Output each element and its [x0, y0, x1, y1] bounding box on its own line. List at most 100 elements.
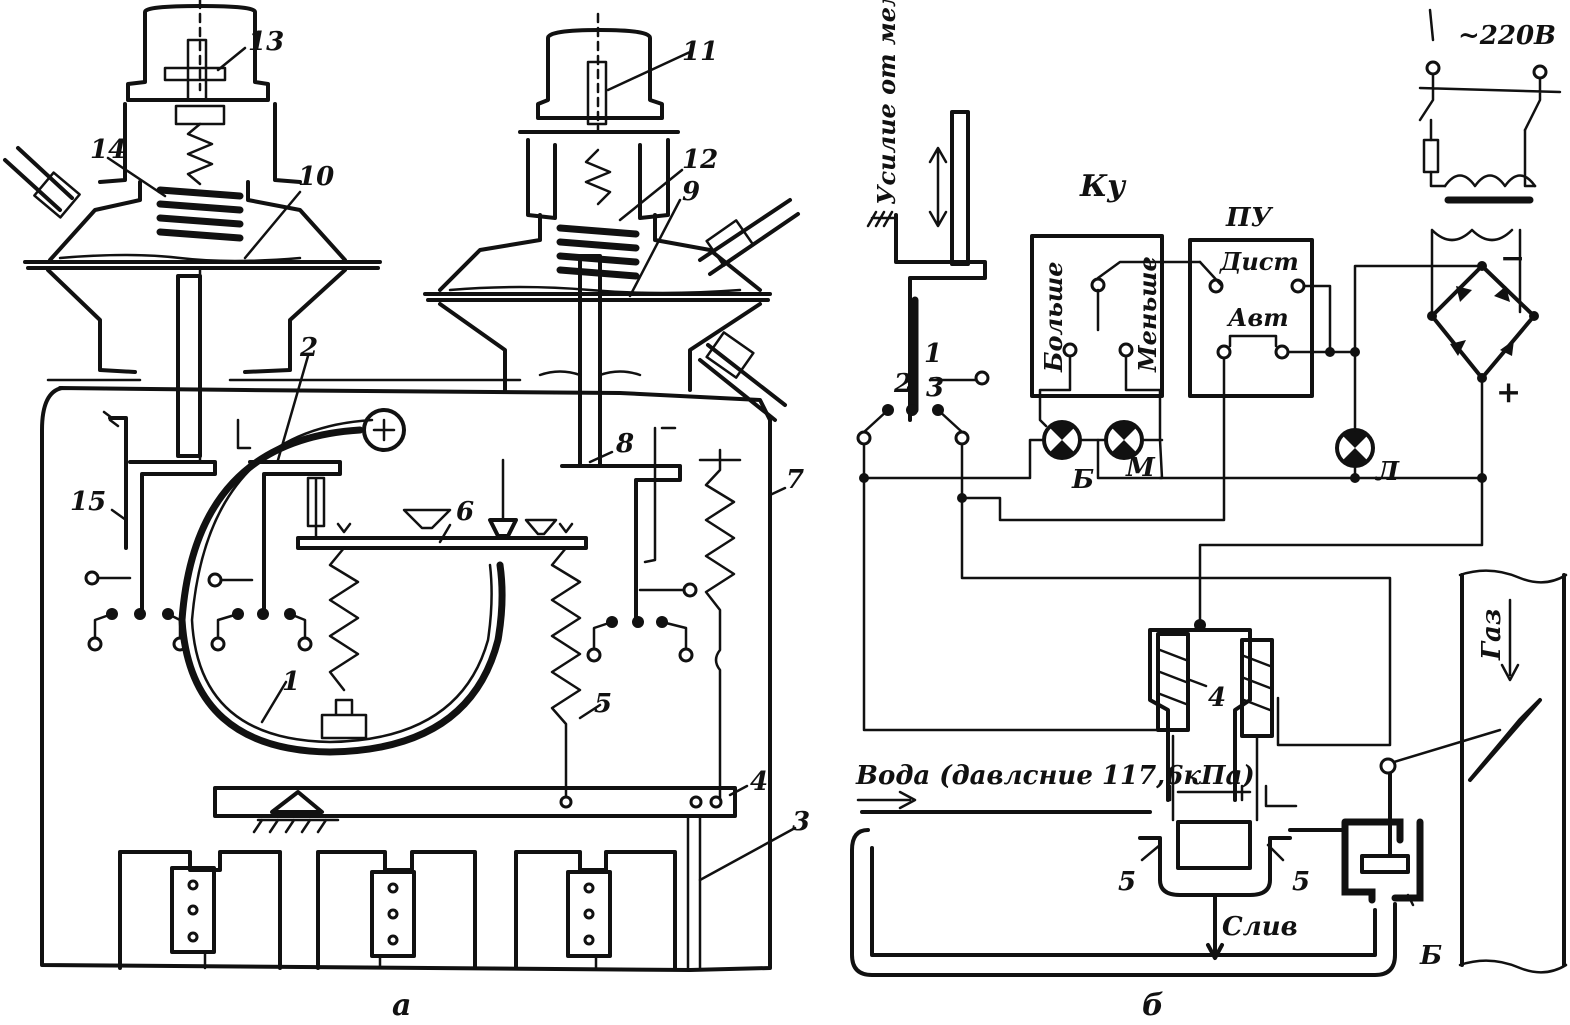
- wire-coil-common: [1198, 476, 1484, 627]
- supply-switch: [1418, 8, 1562, 132]
- pu-bridge: [1228, 334, 1278, 348]
- wire-minus: [1353, 264, 1484, 354]
- junction: [1350, 347, 1360, 357]
- right-upper-spring: [584, 148, 612, 206]
- contact-leads: [592, 588, 688, 651]
- middle-lever-plate: [248, 460, 342, 612]
- panel-a-regulator-mechanism: [3, 0, 800, 972]
- contact-right: [954, 430, 970, 446]
- block-1-plate: [170, 866, 216, 954]
- lever-pivot-hatch: [866, 210, 898, 228]
- lever-6: [296, 458, 588, 740]
- junction: [1477, 473, 1487, 483]
- contact-closed: [134, 608, 146, 620]
- contact-open: [87, 636, 103, 652]
- lever-4-fulcrum: [270, 790, 324, 814]
- right-membrane-actuator: [423, 12, 800, 468]
- contact-closed: [257, 608, 269, 620]
- lever-4: [213, 786, 737, 970]
- diodes: [1450, 286, 1514, 356]
- gas-label: Газ: [1477, 609, 1507, 661]
- right-seal: [538, 370, 642, 377]
- valve-seats: [1168, 784, 1298, 808]
- callout-2: 2: [299, 333, 318, 363]
- minus-label: −: [1500, 241, 1525, 276]
- contact-open: [297, 636, 313, 652]
- coil-left: [1156, 632, 1190, 732]
- callout-1: 1: [282, 667, 300, 697]
- coil-windings: [1158, 648, 1272, 712]
- contact-open: [586, 647, 602, 663]
- left-main-spring-14: [156, 186, 244, 242]
- callout-5: 5: [594, 689, 612, 719]
- contact-closed: [632, 616, 644, 628]
- right-lower-chamber: [438, 302, 762, 392]
- left-bracket: [108, 416, 128, 550]
- wire-ku-lamps: [1038, 354, 1164, 480]
- lamp-b-label: Б: [1071, 465, 1094, 495]
- nozzle-3: [524, 518, 558, 536]
- callout-14: 14: [90, 135, 126, 165]
- pu-contact-remote-out: [1290, 278, 1306, 294]
- supply-terminal-1: [1425, 60, 1441, 76]
- drain-label: Слив: [1222, 912, 1298, 942]
- right-bracket: [643, 426, 677, 564]
- membrane-rod: [950, 110, 970, 266]
- servo-cylinder: [1341, 818, 1424, 904]
- fuse: [1422, 138, 1440, 174]
- left-lower-chamber: [46, 268, 347, 374]
- contact-open: [678, 647, 694, 663]
- housing-outline: [40, 386, 772, 972]
- callout-3: 3: [792, 807, 810, 837]
- damper-blade: [1468, 698, 1542, 782]
- duct-breaks: [1458, 569, 1568, 974]
- right-rod: [578, 254, 602, 468]
- bourdon-tube-1: [178, 408, 506, 756]
- lever-adjuster: [306, 476, 326, 538]
- left-membrane-actuator: [3, 0, 382, 464]
- servo-6-label: Б: [1419, 941, 1442, 971]
- junction: [1325, 347, 1335, 357]
- contact-open: [84, 570, 100, 586]
- switch-2-label: 2: [893, 369, 912, 399]
- contact-left: [856, 430, 872, 446]
- gauge-cross: [372, 418, 396, 442]
- callout-10: 10: [298, 162, 334, 192]
- supply-leads: [1429, 118, 1537, 188]
- left-contact-group: [84, 410, 252, 652]
- lever-pivots: [336, 522, 574, 534]
- switch-1-label: 1: [924, 339, 942, 369]
- valve-chamber: [1176, 820, 1252, 870]
- block-3-plate: [566, 870, 612, 958]
- bottom-terminal-blocks: [118, 850, 677, 970]
- remote-label: Дист: [1219, 247, 1299, 276]
- block-3: [514, 850, 677, 970]
- left-cap: [126, 4, 270, 102]
- ku-control-box: [1030, 234, 1164, 398]
- auto-label: Авт: [1226, 303, 1289, 332]
- callout-leaders: [106, 46, 797, 882]
- left-membrane-flange: [23, 260, 382, 270]
- contact-open: [682, 582, 698, 598]
- wire-coil-right: [960, 496, 1392, 747]
- left-membrane-body: [48, 180, 347, 262]
- more-label: Больше: [1039, 261, 1068, 373]
- panel-b-control-circuit: [850, 8, 1568, 977]
- nozzle-2: [488, 518, 518, 538]
- water-label: Вода (давлсние 117,6кПа): [855, 761, 1255, 791]
- lever-4-pin: [559, 795, 573, 809]
- membrane-force-label: Усилие от мембраны: [872, 0, 901, 205]
- callout-12: 12: [682, 145, 718, 175]
- left-side-fitting: [3, 146, 81, 219]
- wire-lamps: [862, 438, 1164, 480]
- valve-4-label: 4: [1208, 683, 1226, 713]
- lamp-l-label: Л: [1374, 457, 1400, 487]
- right-lever-plate-8: [560, 464, 682, 622]
- lever-4-pin: [689, 795, 703, 809]
- pu-contact-remote: [1208, 278, 1224, 294]
- switch-1-leads: [862, 378, 978, 434]
- lever-lower-spring: [328, 546, 360, 692]
- right-side-fitting-lower: [698, 331, 787, 422]
- lever-4-pin: [709, 795, 723, 809]
